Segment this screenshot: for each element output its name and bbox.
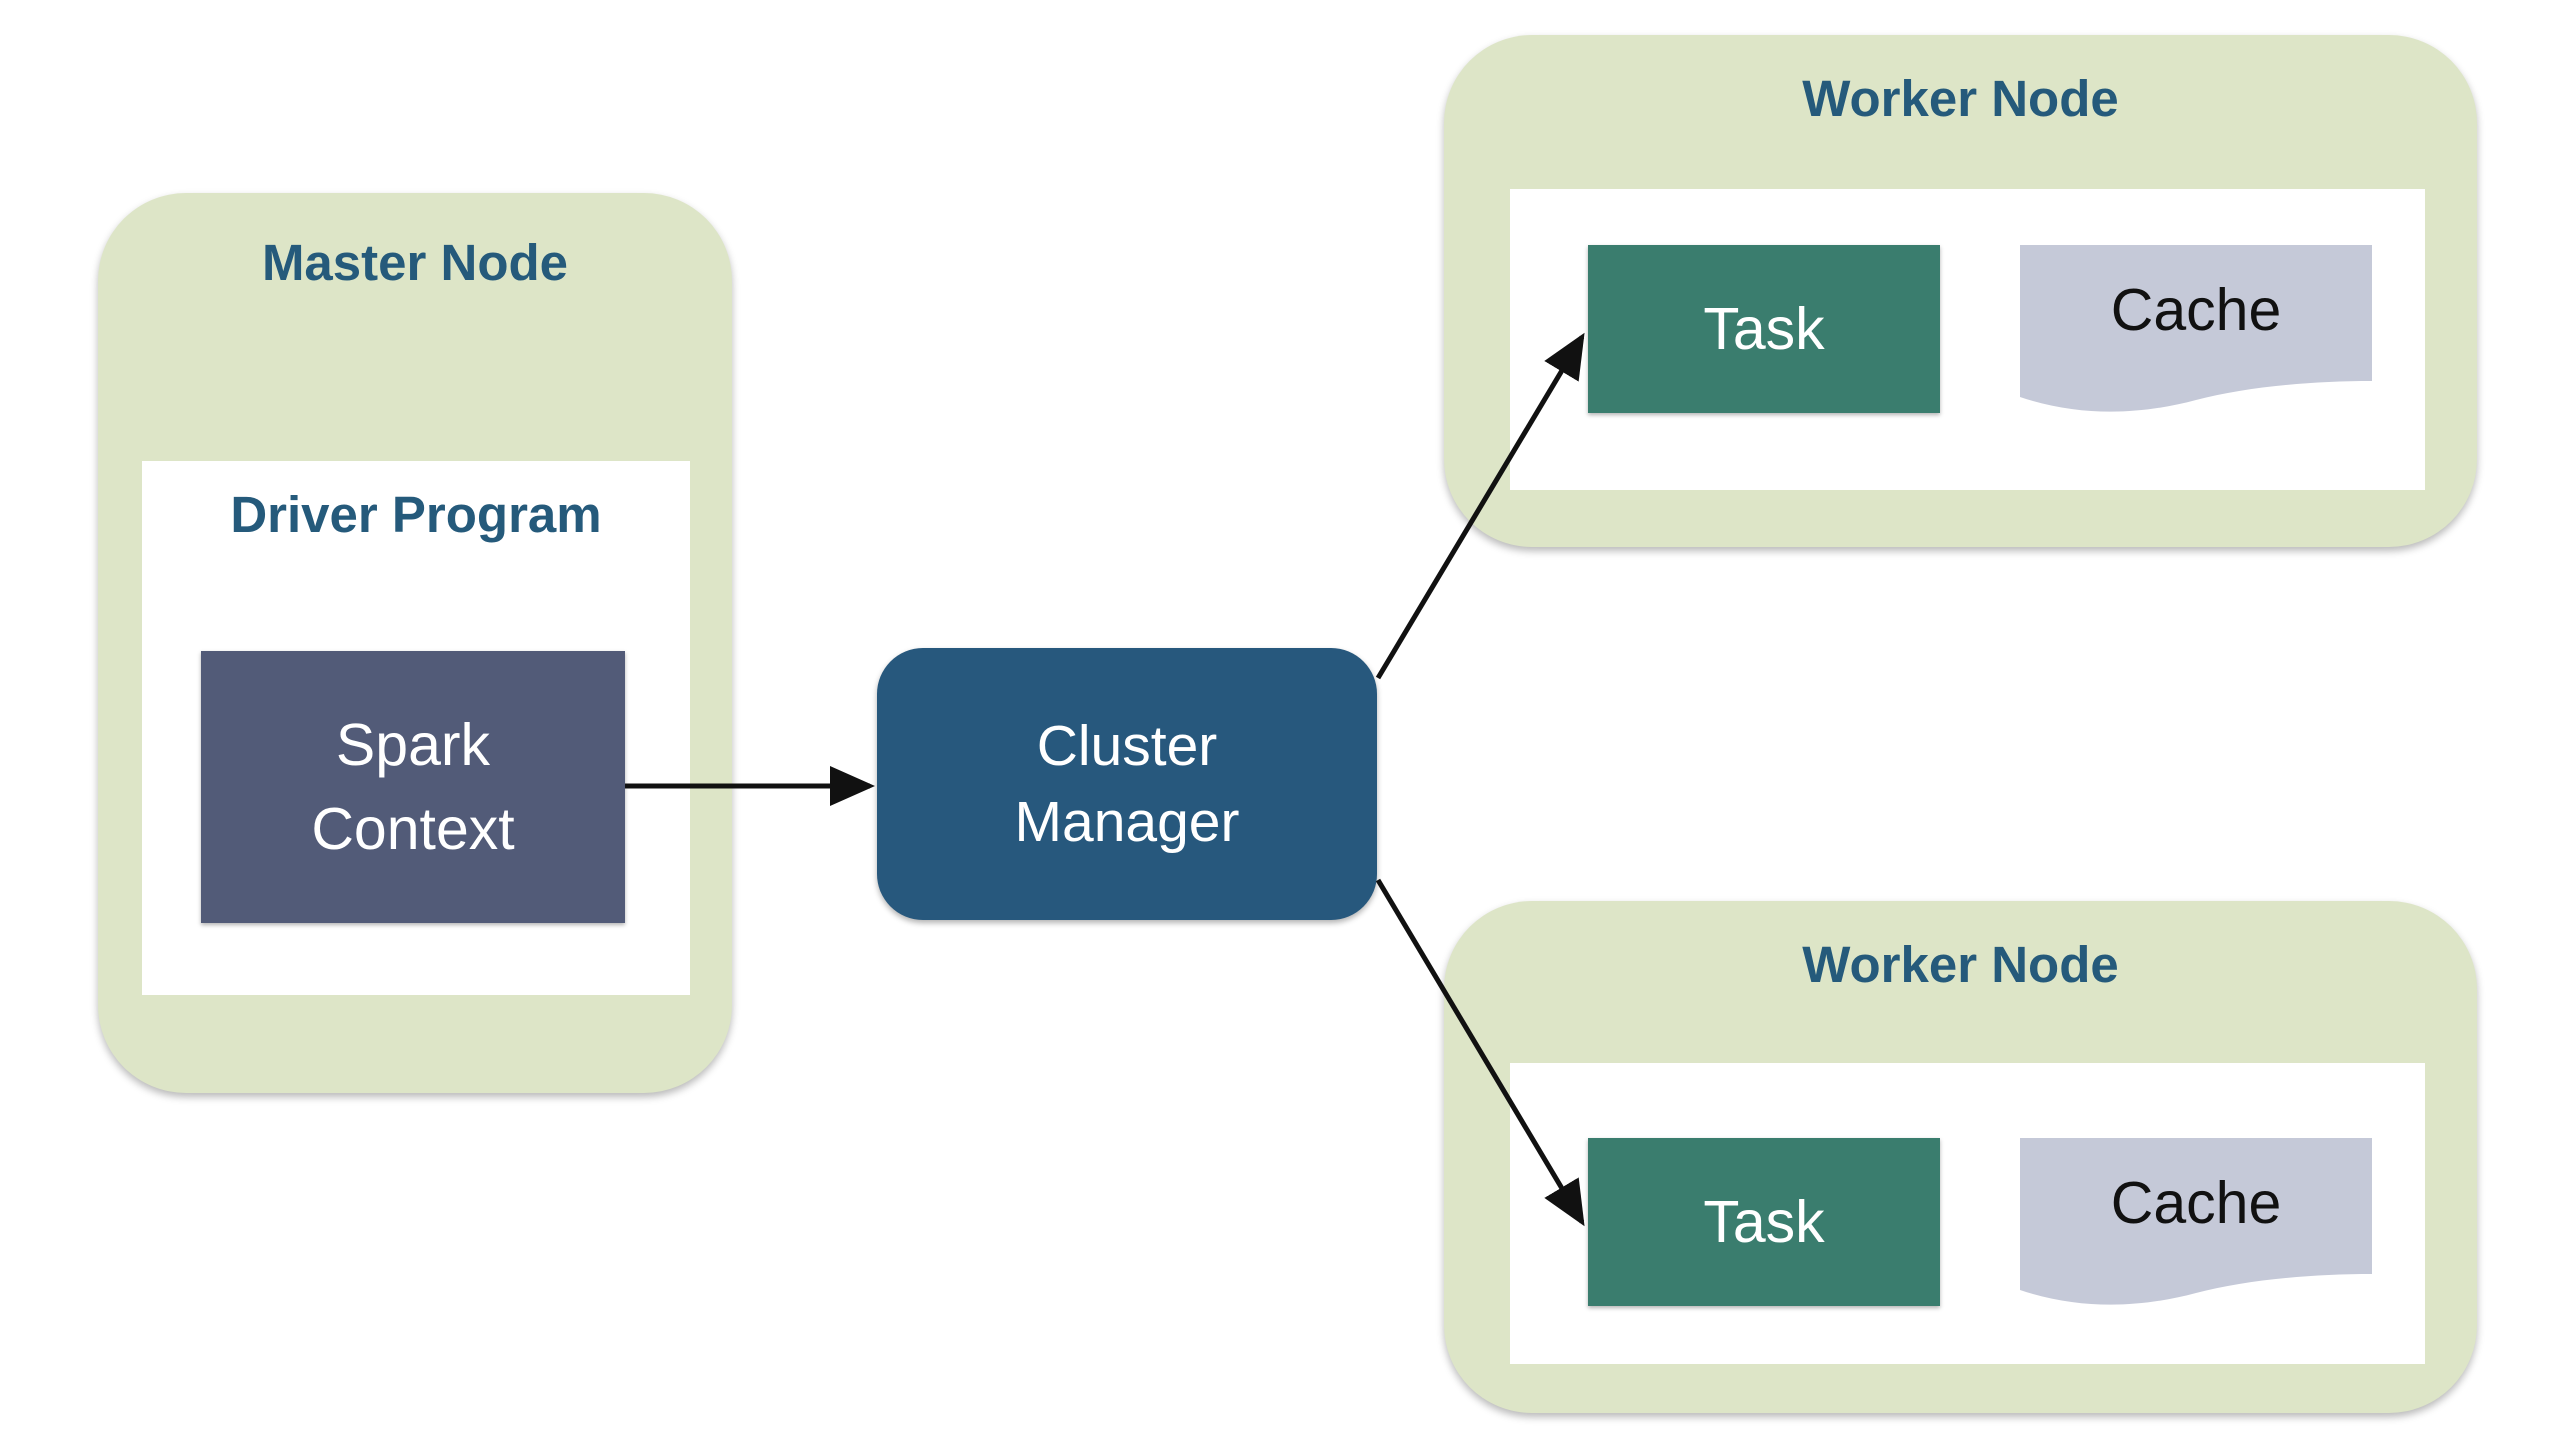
worker-node-1-task: Task <box>1588 245 1940 413</box>
driver-program-box: Driver Program Spark Context <box>142 461 690 995</box>
worker-node-1: Worker Node Task Cache <box>1444 35 2477 547</box>
worker-node-2-task-label: Task <box>1703 1189 1825 1255</box>
spark-context-box: Spark Context <box>201 651 625 923</box>
arrow-cluster-to-worker-1 <box>1375 332 1585 680</box>
worker-node-1-executor: Task Cache <box>1510 189 2425 490</box>
worker-node-1-cache-label: Cache <box>2110 277 2282 343</box>
cluster-manager-label-line1: Cluster <box>1036 714 1218 778</box>
worker-node-2-cache-shape <box>2020 1138 2372 1305</box>
worker-node-2-task: Task <box>1588 1138 1940 1306</box>
driver-program-title: Driver Program <box>230 486 602 543</box>
worker-node-2-cache-label: Cache <box>2110 1170 2282 1236</box>
spark-context-label-line1: Spark <box>335 712 491 778</box>
worker-node-2: Worker Node Task Cache <box>1444 901 2477 1413</box>
master-node-title: Master Node <box>261 234 569 291</box>
worker-node-1-title: Worker Node <box>1802 70 2119 127</box>
arrow-cluster-to-worker-2 <box>1375 878 1585 1227</box>
cluster-manager-box: Cluster Manager <box>877 648 1377 920</box>
master-node: Master Node Driver Program Spark Context <box>98 193 732 1093</box>
worker-node-1-task-label: Task <box>1703 296 1825 362</box>
spark-context-label-line2: Context <box>311 796 515 862</box>
worker-node-1-cache-shape <box>2020 245 2372 412</box>
worker-node-2-executor: Task Cache <box>1510 1063 2425 1364</box>
cluster-manager-label-line2: Manager <box>1014 790 1240 854</box>
worker-node-2-title: Worker Node <box>1802 936 2119 993</box>
